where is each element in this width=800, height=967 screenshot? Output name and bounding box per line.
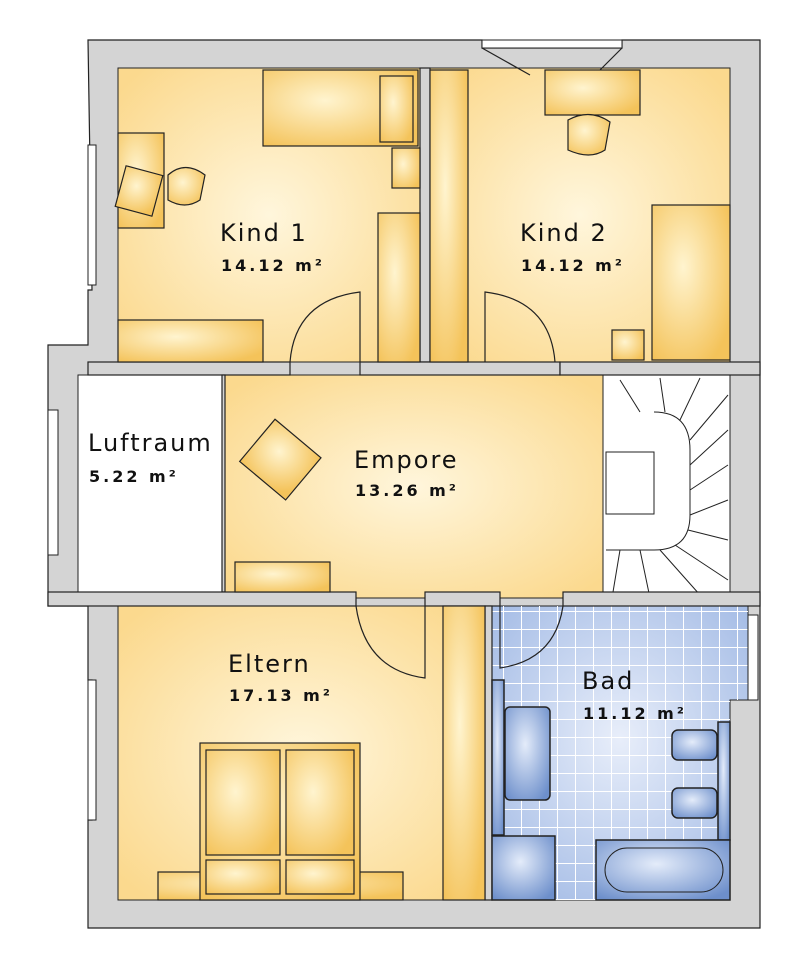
room-area: 5.22 m² [89,467,179,486]
room-name: Bad [582,667,634,695]
room-area: 14.12 m² [221,256,325,275]
room-name: Luftraum [88,429,213,457]
room-name: Empore [354,446,459,474]
furniture-kind-1 [114,69,421,363]
room-bad [491,605,749,901]
room-name: Kind 1 [220,219,308,247]
furniture-eltern [157,605,486,901]
room-area: 13.26 m² [355,481,459,500]
label-bad: Bad 11.12 m² [582,667,687,723]
room-name: Eltern [228,650,311,678]
room-luftraum [77,374,223,593]
label-luftraum: Luftraum 5.22 m² [88,429,213,486]
furniture-empore [234,418,331,593]
doors [289,47,623,679]
room-area: 14.12 m² [521,256,625,275]
label-eltern: Eltern 17.13 m² [228,650,333,705]
label-empore: Empore 13.26 m² [354,446,459,500]
room-area: 11.12 m² [583,704,687,723]
room-area: 17.13 m² [229,686,333,705]
room-name: Kind 2 [520,219,608,247]
furniture-kind-2 [429,69,731,363]
label-kind-1: Kind 1 14.12 m² [220,219,325,275]
windows [47,39,759,821]
label-kind-2: Kind 2 14.12 m² [520,219,625,275]
stairs [605,377,729,599]
furniture-bad [491,679,731,901]
